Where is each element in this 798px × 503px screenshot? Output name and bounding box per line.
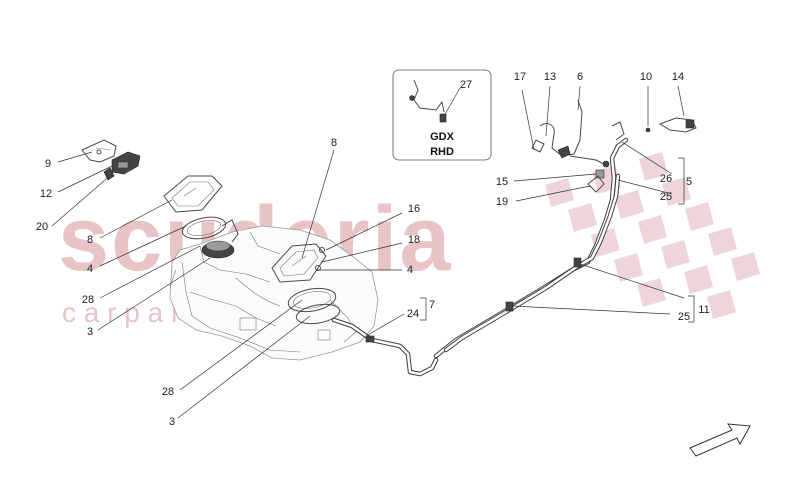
inset-label-gdx: GDX: [430, 131, 455, 143]
fuel-pipe-front: [331, 317, 439, 377]
callout-4-right: 4: [407, 264, 413, 276]
clamp-assembly-top-right: [611, 117, 697, 141]
callout-5: 5: [686, 176, 692, 188]
callout-25-top: 25: [660, 191, 672, 203]
callout-6: 6: [577, 71, 583, 83]
callout-14: 14: [672, 71, 684, 83]
callout-11: 11: [698, 304, 709, 316]
callout-26: 26: [660, 173, 672, 185]
callout-3-right: 3: [169, 416, 175, 428]
pump-cover-left: [163, 175, 223, 213]
callout-3-left: 3: [87, 326, 93, 338]
callout-10: 10: [640, 71, 652, 83]
callout-4-left: 4: [87, 263, 93, 275]
callout-7: 7: [429, 299, 435, 311]
callout-25-bottom: 25: [678, 311, 690, 323]
callout-20: 20: [36, 221, 48, 233]
inset-part-number: 27: [460, 79, 472, 91]
callout-9: 9: [45, 158, 51, 170]
callout-28-right: 28: [162, 386, 174, 398]
callout-12: 12: [40, 188, 52, 200]
callout-24: 24: [407, 308, 419, 320]
callout-16: 16: [408, 203, 420, 215]
callout-15: 15: [496, 176, 508, 188]
gasket-ring-right: [287, 287, 337, 313]
callout-labels: 9 12 20 8 4 28 3 8 16 18 4 7 24 28 3 17 …: [36, 71, 710, 428]
pump-cover-right: [271, 243, 327, 283]
callout-18: 18: [408, 234, 420, 246]
fuel-pipes-long: [433, 137, 629, 359]
callout-19: 19: [496, 196, 508, 208]
hose-cluster-top: [531, 99, 610, 168]
callout-13: 13: [544, 71, 556, 83]
callout-28-left: 28: [82, 294, 94, 306]
callout-8-right: 8: [331, 137, 337, 149]
bracket-assembly-left: [81, 139, 141, 181]
fuel-pump-unit-left: [201, 219, 239, 259]
callout-8-left: 8: [87, 234, 93, 246]
checkered-flag: [545, 152, 760, 319]
leader-lines: [51, 85, 695, 419]
inset-label-rhd: RHD: [430, 146, 454, 158]
callout-17: 17: [514, 71, 526, 83]
direction-arrow-icon: [689, 423, 751, 457]
inset-gdx-rhd: 27 GDX RHD: [392, 69, 492, 161]
